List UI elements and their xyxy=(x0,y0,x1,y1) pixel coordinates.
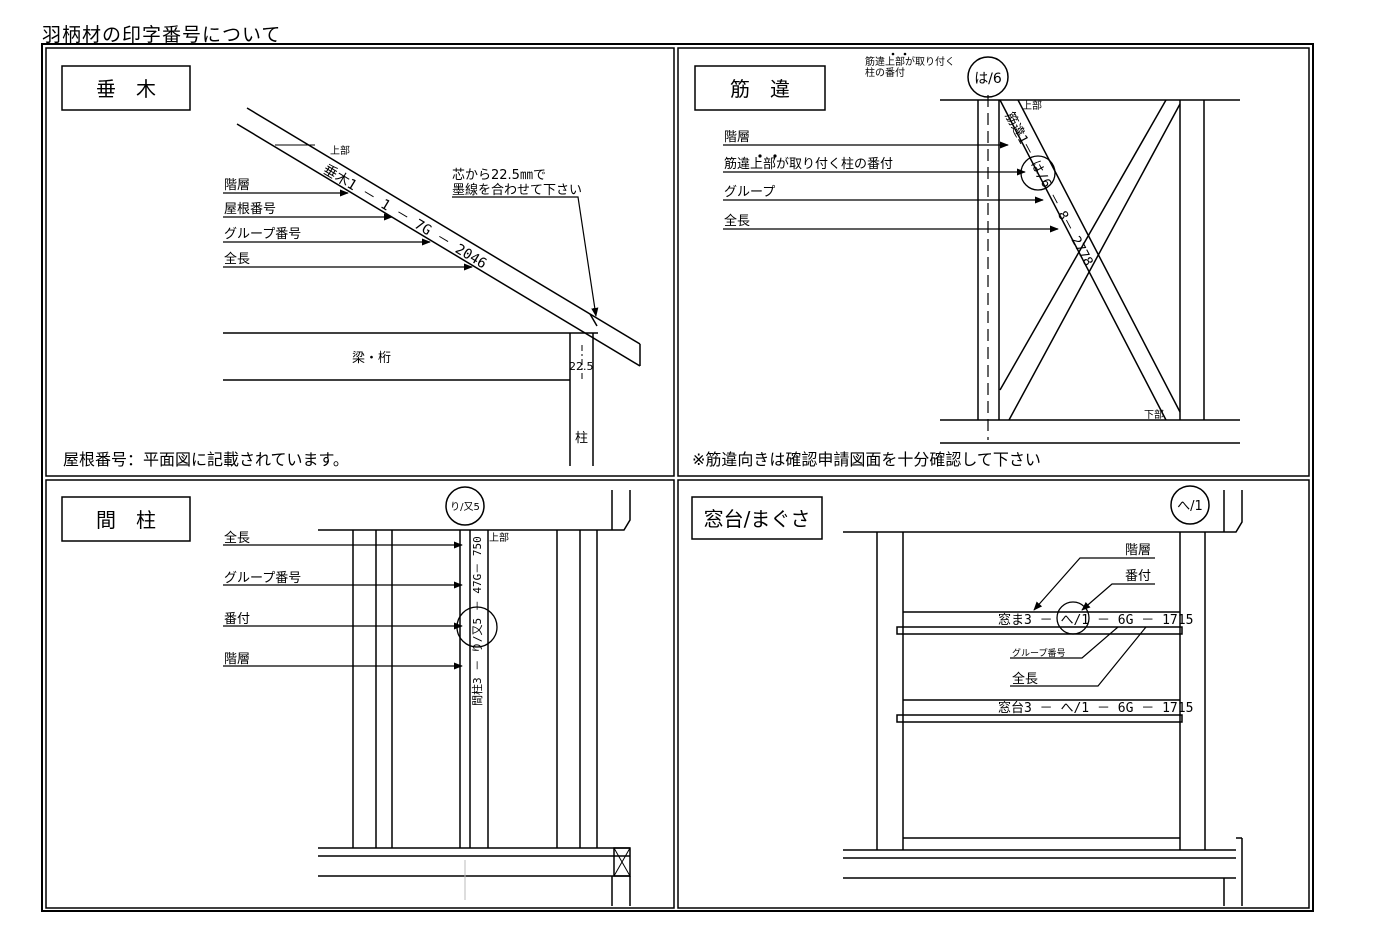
rafter-board xyxy=(236,107,641,367)
beam-label: 梁・桁 xyxy=(352,351,391,366)
column-label: 柱 xyxy=(575,431,588,446)
beam xyxy=(223,332,598,381)
stud-position-circle xyxy=(445,486,485,526)
stud-circle-label: り/又5 xyxy=(450,501,480,513)
brace-topnote-1: 筋違上部が取り付く xyxy=(865,55,955,68)
brace-label-length: 全長 xyxy=(724,213,750,229)
rafter-center-note-2: 墨線を合わせて下さい xyxy=(452,182,582,198)
rafter-label-length: 全長 xyxy=(224,251,250,267)
brace-panel: 筋 違 筋違上部が取り付く 柱の番付 は/6 上部 下部 筋違1 xyxy=(692,52,1240,469)
sill-heading: 窓台/まぐさ xyxy=(704,507,811,531)
sill-label-floor: 階層 xyxy=(1125,543,1151,558)
stud-label-group-no: グループ番号 xyxy=(224,571,301,586)
rafter-label-group-no: グループ番号 xyxy=(224,227,301,242)
brace-footnote: ※筋違向きは確認申請図面を十分確認して下さい xyxy=(692,450,1041,469)
brace-label-group: グループ xyxy=(724,185,775,200)
brace-label-column-no: 筋違上部が取り付く柱の番付 xyxy=(724,156,893,172)
rafter-top-label: 上部 xyxy=(330,144,350,157)
brace-stamp: 筋違1－ は/6 － 8－ 2778 xyxy=(1001,109,1096,268)
sill-label-length: 全長 xyxy=(1012,671,1038,687)
sill-label-position: 番付 xyxy=(1125,569,1151,584)
sill-leaders xyxy=(1010,557,1155,687)
rafter-label-roof-no: 屋根番号 xyxy=(224,202,276,217)
brace-top-label: 上部 xyxy=(1022,99,1042,112)
stud-label-length: 全長 xyxy=(224,530,250,546)
rafter-panel: 垂 木 上部 垂木1 － 1 － 7G － 2046 階層 屋根番号 グループ番… xyxy=(61,65,641,469)
page-title: 羽柄材の印字番号について xyxy=(42,24,282,46)
stud-label-floor: 階層 xyxy=(224,652,250,667)
emphasis-dots xyxy=(758,52,907,158)
sill-panel: 窓台/まぐさ へ/1 窓ま3 － へ/1 xyxy=(691,485,1243,906)
sill-label-group-no: グループ番号 xyxy=(1012,647,1065,659)
rafter-label-floor: 階層 xyxy=(224,178,250,193)
sill-stamp-circle xyxy=(1056,601,1090,635)
lintel-stamp: 窓ま3 － へ/1 － 6G － 1715 xyxy=(998,612,1193,628)
sill-position-circle xyxy=(1170,485,1210,525)
sill-frame xyxy=(843,490,1243,906)
sill-stamp: 窓台3 － へ/1 － 6G － 1715 xyxy=(998,700,1193,716)
sill-circle-label: へ/1 xyxy=(1177,499,1203,514)
brace-circle-label: は/6 xyxy=(974,71,1002,87)
sheet-frame xyxy=(41,43,1314,912)
stud-stamp: 間柱3 － り/又5 － 47G－ 750 xyxy=(470,536,484,706)
offset-label: 22.5 xyxy=(569,360,594,373)
rafter-column xyxy=(569,333,594,466)
brace-leaders xyxy=(723,141,1059,233)
brace-frame xyxy=(940,95,1240,444)
rafter-leaders xyxy=(223,189,473,271)
brace-heading: 筋 違 xyxy=(730,77,790,101)
rafter-center-note-1: 芯から22.5㎜で xyxy=(452,168,546,183)
stud-label-position: 番付 xyxy=(224,612,250,627)
rafter-footnote: 屋根番号：平面図に記載されています。 xyxy=(63,450,349,469)
brace-label-floor: 階層 xyxy=(724,130,750,145)
stud-leaders xyxy=(223,541,463,670)
stud-top-label: 上部 xyxy=(489,531,509,544)
brace-topnote-2: 柱の番付 xyxy=(865,66,905,79)
stud-panel: 間 柱 り/又5 上部 xyxy=(61,486,631,906)
brace-bottom-label: 下部 xyxy=(1144,408,1164,421)
stud-frame xyxy=(318,490,631,906)
rafter-heading: 垂 木 xyxy=(96,77,156,101)
stud-heading: 間 柱 xyxy=(96,508,156,532)
